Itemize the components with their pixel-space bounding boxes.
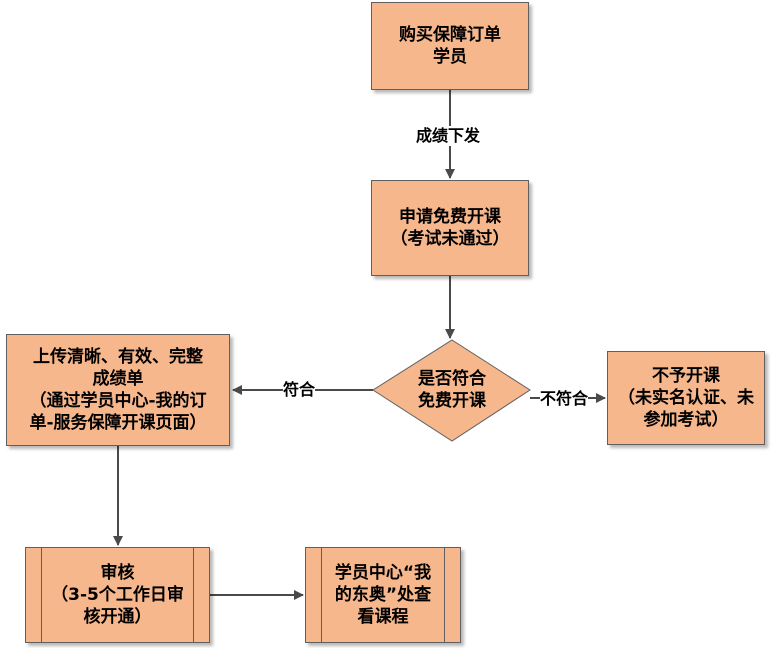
node-review-label: 审核 （3-5个工作日审 核开通） bbox=[51, 563, 184, 627]
node-review: 审核 （3-5个工作日审 核开通） bbox=[25, 547, 210, 643]
node-view-course: 学员中心“我 的东奥”处查 看课程 bbox=[305, 547, 461, 643]
node-upload-scores-label: 上传清晰、有效、完整 成绩单 （通过学员中心-我的订 单-服务保障开课页面） bbox=[29, 347, 207, 433]
decision-diamond bbox=[372, 339, 531, 442]
node-order-students: 购买保障订单 学员 bbox=[371, 2, 529, 90]
node-order-students-label: 购买保障订单 学员 bbox=[399, 25, 501, 67]
node-not-granted-label: 不予开课 （未实名认证、未 参加考试） bbox=[618, 366, 754, 430]
edge-label-eligible: 符合 bbox=[283, 380, 316, 400]
decision-label-wrapper: 是否符合 免费开课 bbox=[374, 342, 530, 438]
node-apply-free-course: 申请免费开课 （考试未通过） bbox=[371, 180, 529, 276]
node-upload-scores: 上传清晰、有效、完整 成绩单 （通过学员中心-我的订 单-服务保障开课页面） bbox=[6, 334, 230, 446]
decision-label: 是否符合 免费开课 bbox=[418, 369, 486, 411]
edge-label-score-issued: 成绩下发 bbox=[416, 126, 481, 146]
edge-label-not-eligible: 不符合 bbox=[540, 389, 589, 409]
node-view-course-label: 学员中心“我 的东奥”处查 看课程 bbox=[334, 563, 432, 627]
node-apply-free-course-label: 申请免费开课 （考试未通过） bbox=[390, 207, 510, 249]
node-not-granted: 不予开课 （未实名认证、未 参加考试） bbox=[607, 351, 765, 445]
